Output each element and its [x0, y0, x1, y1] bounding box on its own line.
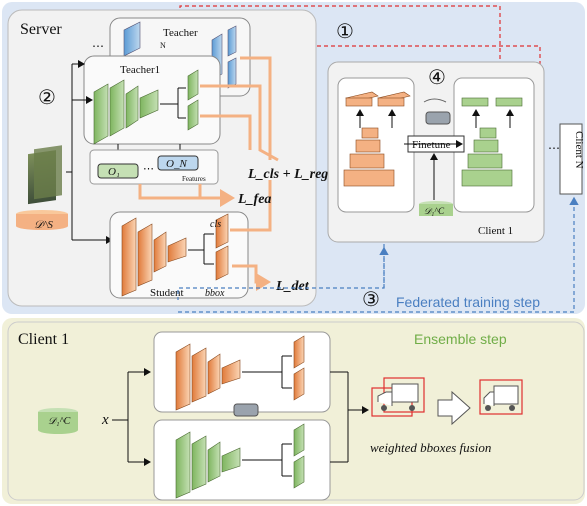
clients-hdots: ⋯: [548, 141, 560, 155]
client-1-dataset: 𝒟₁^C: [424, 206, 445, 216]
server-dataset-label: 𝒟^S: [34, 219, 53, 231]
teacher-n-label: Teacher: [163, 27, 198, 39]
truck-fused-box-icon: [479, 379, 523, 415]
wifi-icon: [423, 98, 447, 103]
car-icon: [425, 111, 451, 125]
teacher-n-subscript: N: [160, 41, 166, 50]
step-2-marker: ②: [38, 87, 56, 109]
teacher-stack-dots: ⋯: [92, 39, 104, 53]
client-n-box: [559, 123, 583, 195]
student-layer: [153, 231, 167, 273]
loss-cls-reg: L_cls + L_reg: [247, 167, 328, 182]
server-title: Server: [20, 21, 62, 38]
student-branch: [203, 233, 214, 265]
step-4-marker: ④: [428, 67, 446, 89]
feature-on-box: [157, 155, 199, 171]
ensemble-dataset-cylinder: [38, 412, 78, 430]
teacher-1-label: Teacher1: [120, 64, 160, 76]
loss-det: L_det: [275, 279, 310, 294]
teacher-n-head: [227, 25, 237, 57]
client-after-layer: [461, 169, 513, 187]
dataset-cylinder-bottom: [16, 222, 68, 230]
student-bbox-head: [215, 245, 229, 281]
client-n-label: Client N: [573, 131, 585, 169]
feature-o1-box: [97, 163, 139, 179]
cls-label: cls: [210, 219, 221, 230]
teacher-1-layer: [125, 85, 139, 129]
client-before-cls-head: [345, 97, 373, 107]
feature-on: O_N: [166, 158, 187, 170]
fusion-label: weighted bboxes fusion: [370, 440, 491, 455]
client-after-cls-head: [461, 97, 489, 107]
student-cls-head: [215, 213, 229, 249]
input-x: x: [101, 412, 109, 428]
teacher-1-branch: [177, 87, 186, 119]
step-3-marker: ③: [362, 289, 380, 311]
ensemble-car-icon: [233, 403, 259, 417]
client-before-layer: [349, 153, 385, 169]
teacher-1-cls-head: [187, 69, 199, 101]
server-image: [34, 145, 62, 200]
client-after-layer: [473, 139, 499, 153]
feature-o1: O₁: [108, 166, 120, 178]
features-label: Features: [182, 175, 206, 183]
teacher-1-layer: [93, 83, 109, 145]
teacher-1-bbox-head: [187, 99, 199, 131]
ensemble-client-title: Client 1: [18, 331, 69, 348]
bbox-label: bbox: [205, 288, 225, 299]
client-1-label: Client 1: [478, 225, 513, 237]
finetune-label: Finetune: [412, 139, 451, 151]
client-after-layer: [479, 127, 497, 139]
ensemble-dataset: 𝒟₁^C: [48, 416, 71, 427]
client-after-layer: [467, 153, 503, 169]
client-before-layer: [361, 127, 379, 139]
truck-multi-box-icon: [371, 377, 425, 417]
student-layer: [121, 217, 137, 297]
client-before-layer: [355, 139, 381, 153]
student-layer: [167, 237, 187, 263]
student-layer: [137, 223, 153, 287]
federated-step-label: Federated training step: [396, 294, 540, 310]
fusion-arrow-icon: [437, 390, 471, 426]
loss-fea: L_fea: [237, 192, 271, 207]
ensemble-step-label: Ensemble step: [414, 331, 507, 347]
client-after-bbox-head: [495, 97, 523, 107]
step-1-marker: ①: [336, 21, 354, 43]
feature-dots: ⋯: [143, 163, 154, 175]
teacher-1-layer: [139, 89, 159, 119]
teacher-n-backbone: [123, 21, 141, 57]
blue-dashed-arrow: [178, 196, 579, 313]
loss-arrows: [138, 56, 279, 291]
student-label: Student: [150, 287, 184, 299]
client-before-bbox-head: [377, 97, 405, 107]
teacher-n-head: [227, 57, 237, 89]
client-before-layer: [343, 169, 395, 187]
teacher-1-layer: [109, 79, 125, 137]
client-1-dataset-cylinder: [419, 204, 453, 216]
